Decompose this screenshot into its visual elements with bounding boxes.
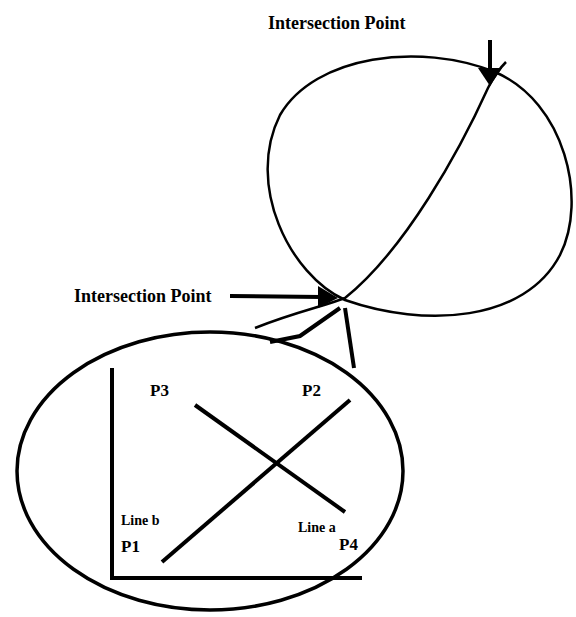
line-segment [162, 400, 350, 562]
point-label: P4 [339, 536, 358, 555]
ellipse-shape [17, 332, 403, 610]
callout-label: Intersection Point [74, 287, 211, 307]
point-label: Line a [298, 520, 336, 535]
pointer-arrow [230, 296, 322, 297]
point-label: Line b [121, 513, 160, 528]
zoom-ellipse: P3 P2Line b Line a P1 P4 [15, 330, 405, 612]
closed-curve [268, 56, 572, 315]
point-label: P3 [150, 382, 169, 401]
arrow-head [318, 286, 338, 308]
axes [112, 368, 362, 578]
callout-label: Intersection Point [268, 14, 405, 34]
crossing-curve [255, 62, 506, 328]
line-segment [195, 405, 345, 512]
point-label: P2 [302, 382, 321, 401]
zoom-line [345, 308, 354, 368]
zoom-line [270, 308, 340, 342]
ellipse-outline [15, 330, 405, 612]
pointer-arrow [488, 40, 492, 72]
arrow-head [478, 68, 502, 86]
point-label: P1 [121, 538, 140, 557]
